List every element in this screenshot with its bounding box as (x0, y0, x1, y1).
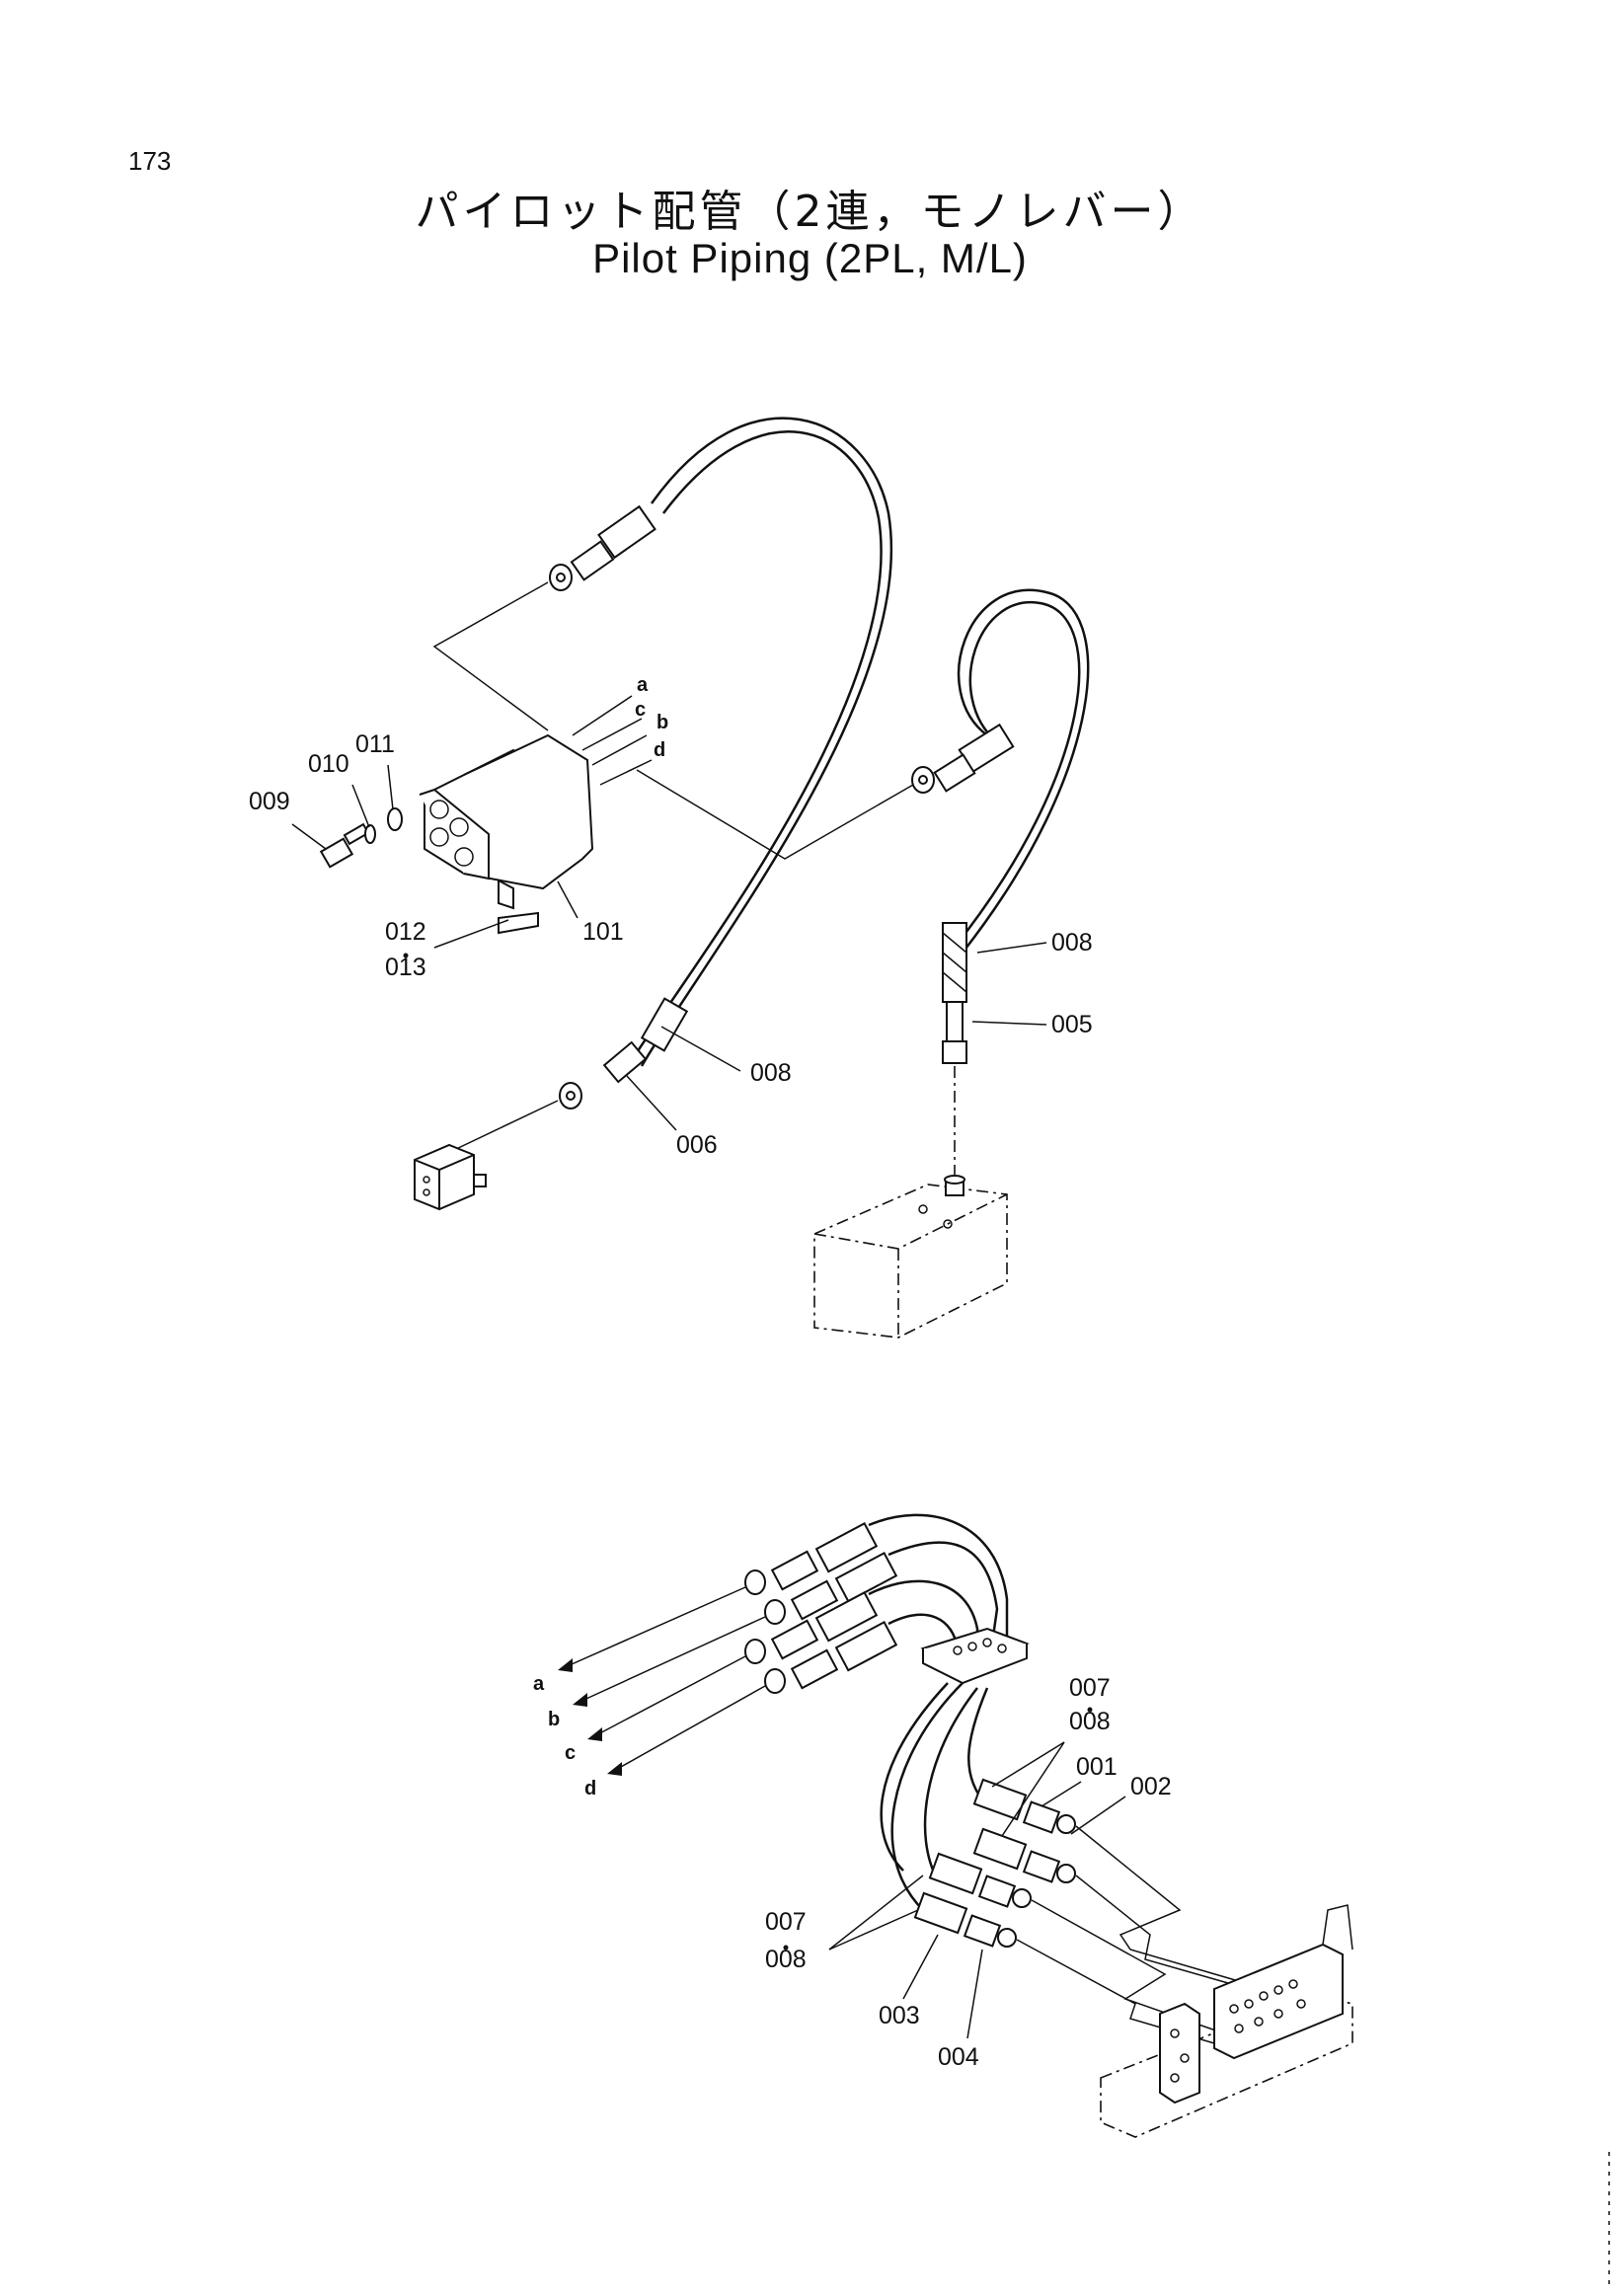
title-japanese: パイロット配管（2連，モノレバー） (415, 187, 1205, 237)
dot-012-013 (403, 953, 409, 958)
port-label-upper-c: c (635, 699, 646, 721)
port-label-upper-a: a (637, 674, 649, 696)
hose-loop-small (952, 588, 1090, 954)
vertical-hose (942, 922, 967, 1175)
callout-011: 011 (355, 730, 395, 758)
hose-set-lower (913, 1778, 1076, 1948)
port-arrows-upper (572, 695, 653, 786)
leader-right-fitting-to-valve (636, 769, 914, 860)
page-number: 173 (128, 146, 172, 176)
leader-fitting-to-valve (432, 581, 549, 731)
hose-loop-large (630, 417, 893, 1067)
callout-012: 012 (385, 918, 426, 946)
callout-001: 001 (1076, 1753, 1118, 1781)
callout-004: 004 (938, 2043, 979, 2071)
dot-007-008-lower (783, 1945, 789, 1951)
dot-007-008-upper (1087, 1707, 1093, 1713)
hose-fitting-lower-left (559, 997, 689, 1110)
title-english: Pilot Piping (2PL, M/L) (592, 235, 1028, 281)
callout-013: 013 (385, 954, 426, 981)
callout-006: 006 (676, 1131, 718, 1159)
leader-lines-upper (291, 764, 1047, 1131)
port-label-lower-c: c (565, 1742, 576, 1764)
callout-010: 010 (308, 750, 349, 778)
washer-010 (364, 824, 376, 844)
pilot-valve-101 (419, 733, 594, 910)
line-to-small-block (453, 1100, 559, 1151)
port-label-lower-b: b (548, 1709, 560, 1730)
junction-plate (920, 1627, 1030, 1685)
callout-009: 009 (249, 788, 290, 815)
callout-002: 002 (1130, 1773, 1172, 1800)
bracket-012 (498, 911, 539, 935)
callout-008-upper: 008 (1069, 1708, 1111, 1735)
callout-007-upper: 007 (1069, 1674, 1111, 1702)
control-valve-block (813, 1175, 1008, 1339)
washer-011 (387, 807, 403, 831)
leader-lines-lower (828, 1741, 1126, 2039)
port-label-upper-b: b (656, 712, 668, 733)
callout-008-right: 008 (1051, 929, 1093, 957)
callout-008-left: 008 (750, 1059, 792, 1087)
control-valve-lower (1100, 1904, 1353, 2138)
small-block (414, 1143, 487, 1211)
port-arrows-lower (558, 1586, 766, 1776)
callout-005: 005 (1051, 1011, 1093, 1038)
hose-fitting-right (911, 723, 1015, 794)
bolt-009 (319, 822, 370, 869)
callout-008-lower: 008 (765, 1946, 807, 1973)
hose-set-upper (744, 1522, 898, 1694)
callout-003: 003 (879, 2002, 920, 2029)
hose-fitting-upper (549, 504, 656, 591)
port-label-lower-d: d (584, 1778, 596, 1799)
port-label-upper-d: d (654, 739, 665, 761)
callout-101: 101 (582, 918, 624, 946)
callout-007-lower: 007 (765, 1908, 807, 1936)
port-label-lower-a: a (533, 1673, 545, 1695)
